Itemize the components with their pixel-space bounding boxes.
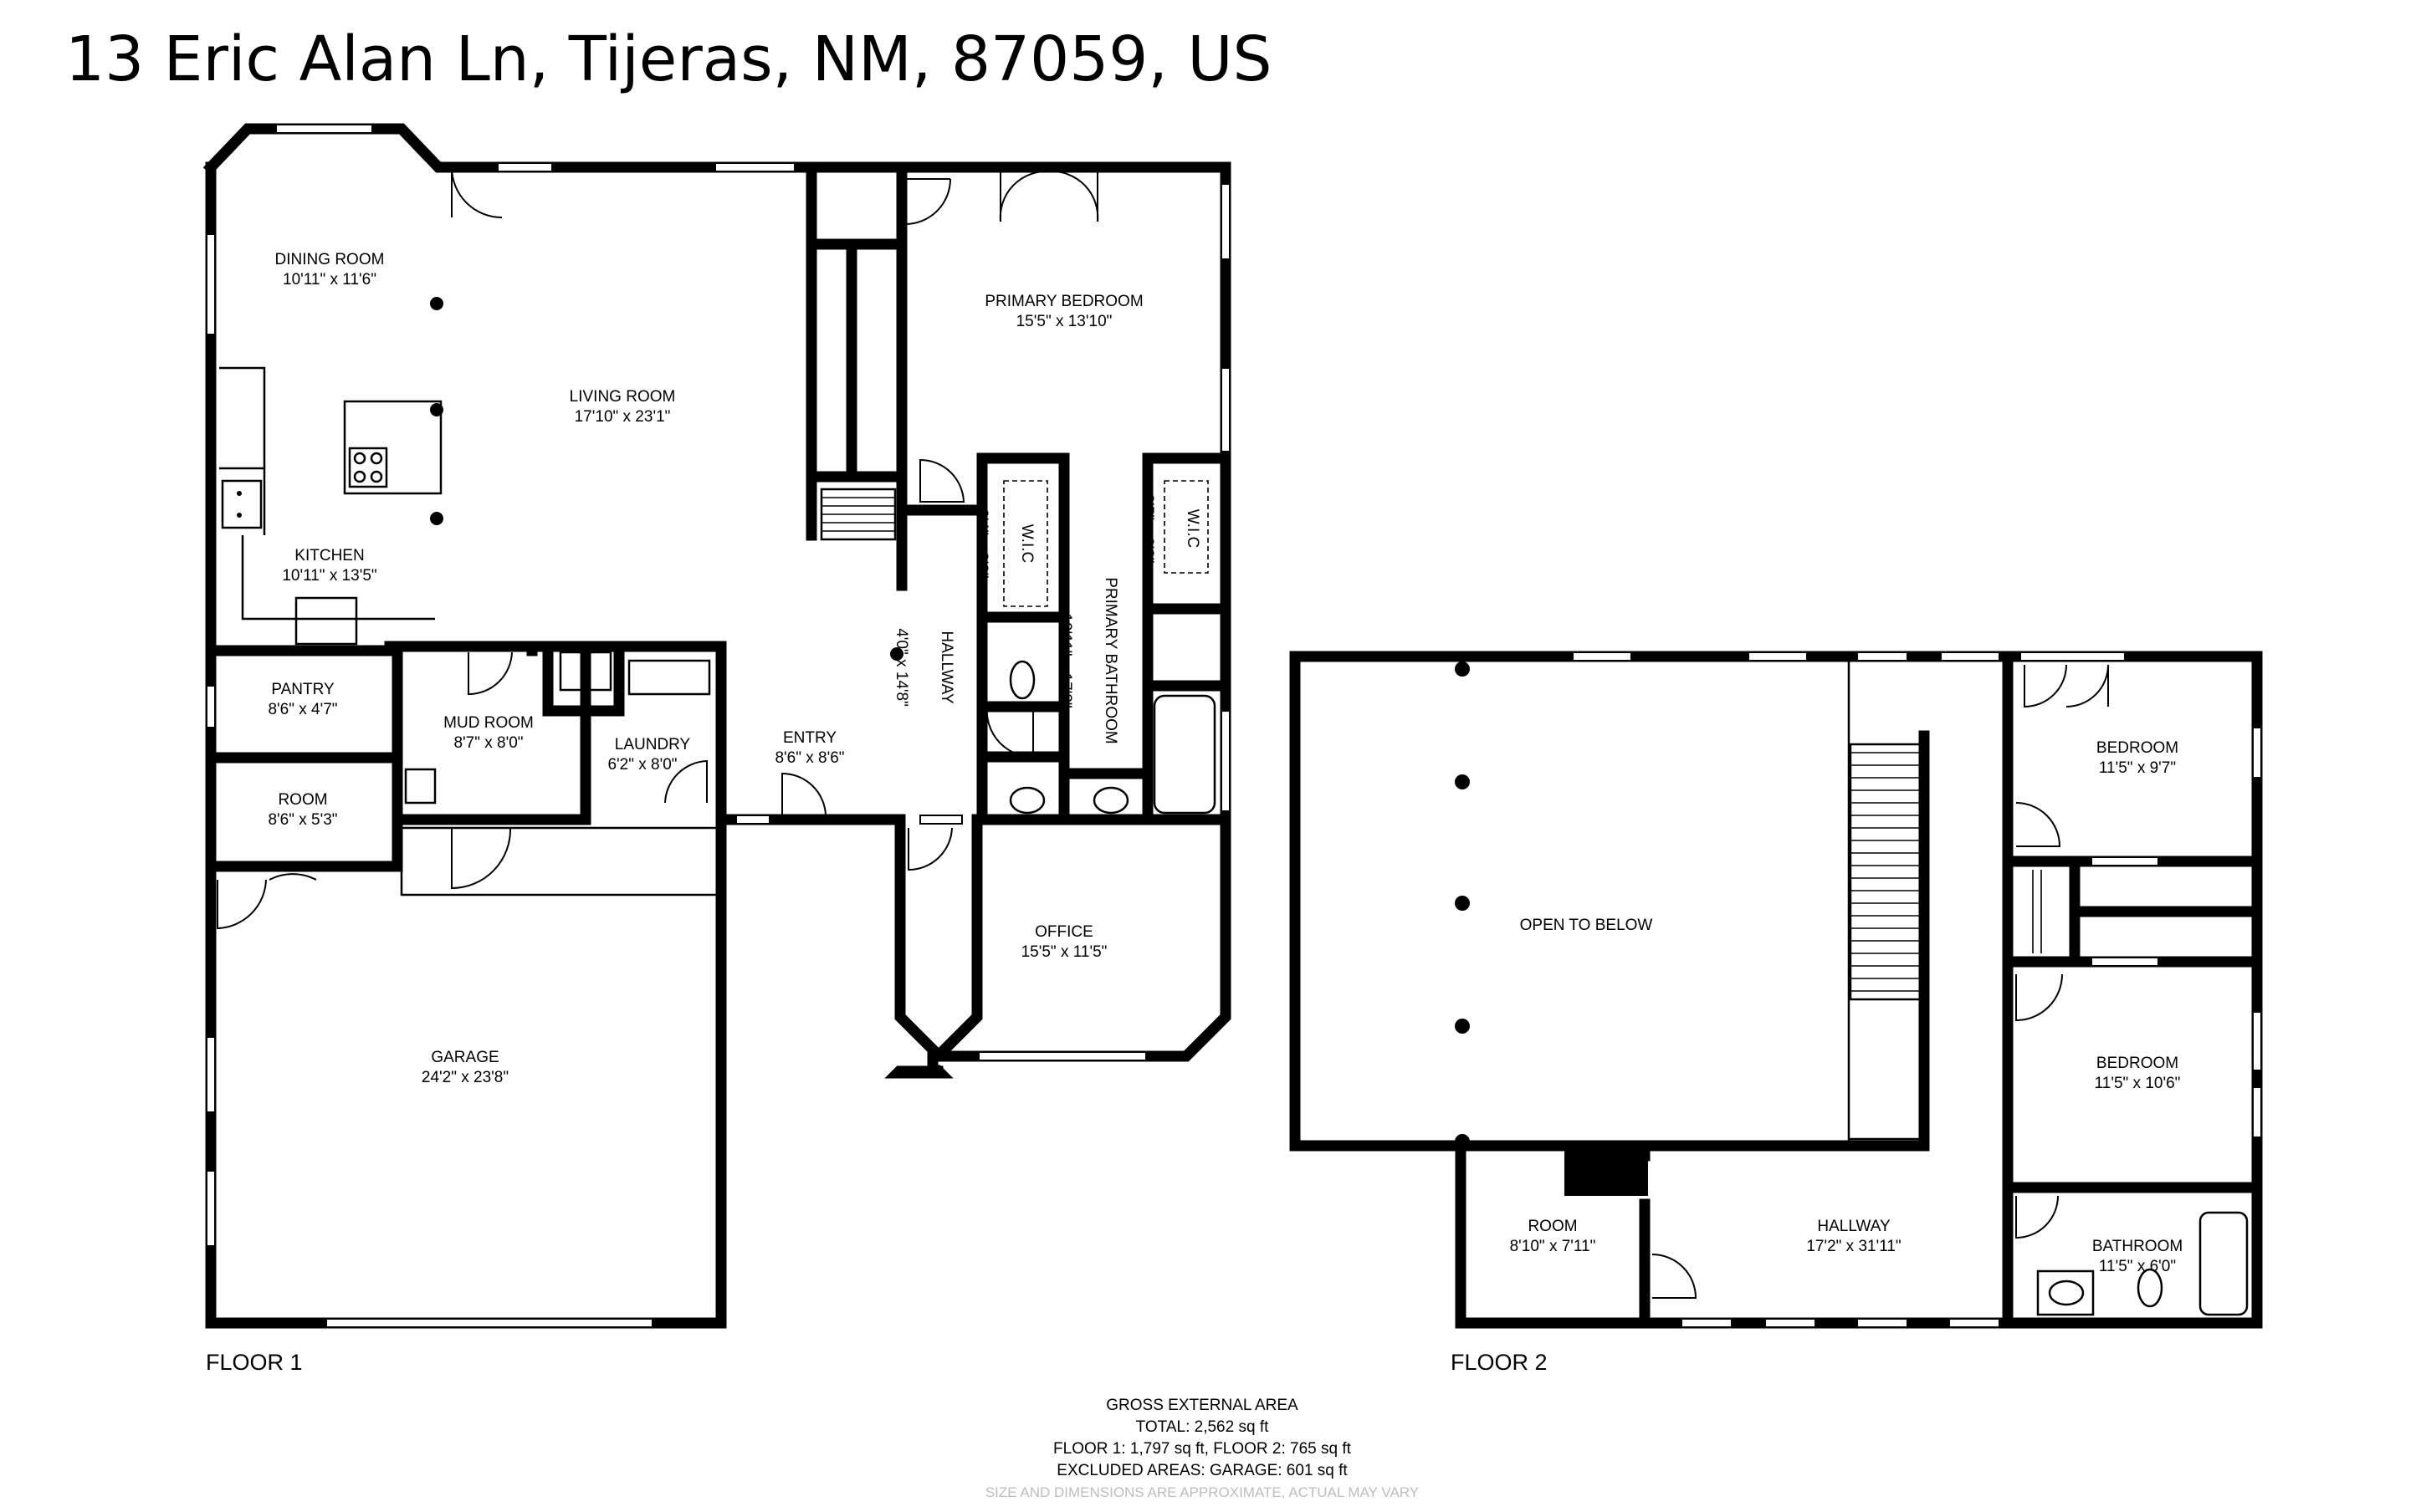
floor2-room-labels: OPEN TO BELOW BEDROOM 11'5" x 9'7" BEDRO…	[1510, 739, 2183, 1275]
floor2-columns	[1455, 662, 1470, 1149]
dims-room-floor2: 8'10" x 7'11"	[1510, 1238, 1596, 1255]
label-bathroom: BATHROOM	[2092, 1238, 2183, 1255]
dims-room-floor1: 8'6" x 5'3"	[268, 811, 337, 829]
label-room-floor2: ROOM	[1528, 1218, 1577, 1235]
label-pantry: PANTRY	[271, 681, 335, 698]
kitchen-island	[343, 400, 443, 495]
label-bedroom-a: BEDROOM	[2096, 739, 2178, 757]
area-heading: GROSS EXTERNAL AREA	[1106, 1397, 1298, 1414]
label-bedroom-b: BEDROOM	[2096, 1055, 2178, 1072]
label-wic-1: W.I.C	[1018, 524, 1036, 563]
dims-pantry: 8'6" x 4'7"	[268, 701, 337, 718]
label-hallway-floor2: HALLWAY	[1817, 1218, 1891, 1235]
label-mud-room: MUD ROOM	[443, 714, 534, 732]
dims-bedroom-b: 11'5" x 10'6"	[2095, 1075, 2181, 1092]
floor-2-label: FLOOR 2	[1451, 1350, 1548, 1375]
area-summary: GROSS EXTERNAL AREA TOTAL: 2,562 sq ft F…	[985, 1397, 1419, 1500]
dims-bedroom-a: 11'5" x 9'7"	[2099, 759, 2176, 777]
property-address: 13 Eric Alan Ln, Tijeras, NM, 87059, US	[65, 23, 1272, 95]
area-excluded: EXCLUDED AREAS: GARAGE: 601 sq ft	[1057, 1462, 1348, 1479]
label-room-floor1: ROOM	[278, 791, 327, 809]
primary-sink-1	[1009, 786, 1046, 815]
area-floors: FLOOR 1: 1,797 sq ft, FLOOR 2: 765 sq ft	[1053, 1440, 1352, 1458]
label-office: OFFICE	[1035, 923, 1093, 941]
dims-living-room: 17'10" x 23'1"	[575, 408, 671, 426]
dims-dining-room: 10'11" x 11'6"	[283, 271, 376, 289]
dims-wic-2: 3'5" x 6'8"	[1139, 493, 1156, 563]
floor1-outer-wall-main	[202, 123, 1231, 1079]
dims-wic-1: 3'4" x 8'8"	[973, 508, 990, 578]
floor2-bath-fixtures	[2036, 1211, 2249, 1316]
floor-1-label: FLOOR 1	[206, 1350, 303, 1375]
floor1-windows	[206, 124, 1231, 1328]
toilet	[1009, 660, 1036, 700]
dims-entry: 8'6" x 8'6"	[775, 749, 844, 767]
dims-primary-bedroom: 15'5" x 13'10"	[1016, 313, 1113, 330]
stairs-floor2	[1849, 743, 1922, 1001]
floor2-doors	[1651, 664, 2109, 1299]
label-primary-bedroom: PRIMARY BEDROOM	[985, 293, 1143, 310]
label-wic-2: W.I.C	[1184, 509, 1201, 548]
kitchen-sink	[221, 479, 263, 529]
floor1-interior-walls	[205, 161, 1231, 872]
floor-1-plan: DINING ROOM 10'11" x 11'6" LIVING ROOM 1…	[202, 123, 1231, 1375]
floor1-room-labels: DINING ROOM 10'11" x 11'6" LIVING ROOM 1…	[268, 251, 1201, 1086]
area-disclaimer: SIZE AND DIMENSIONS ARE APPROXIMATE, ACT…	[985, 1484, 1419, 1500]
label-kitchen: KITCHEN	[294, 547, 364, 564]
dims-office: 15'5" x 11'5"	[1021, 943, 1108, 961]
label-primary-bathroom: PRIMARY BATHROOM	[1102, 577, 1119, 744]
dims-garage: 24'2" x 23'8"	[422, 1069, 509, 1086]
floor1-doors	[217, 166, 1099, 930]
dims-bathroom: 11'5" x 6'0"	[2099, 1258, 2176, 1275]
chimney-block	[1564, 1146, 1648, 1196]
area-total: TOTAL: 2,562 sq ft	[1136, 1418, 1269, 1436]
label-hallway-floor1: HALLWAY	[938, 631, 955, 704]
floor1-fixtures	[219, 297, 1216, 896]
dims-kitchen: 10'11" x 13'5"	[282, 567, 376, 585]
dims-laundry: 6'2" x 8'0"	[607, 756, 677, 774]
label-entry: ENTRY	[783, 729, 837, 747]
label-garage: GARAGE	[431, 1049, 499, 1066]
dims-mud-room: 8'7" x 8'0"	[453, 734, 523, 752]
label-open-to-below: OPEN TO BELOW	[1520, 917, 1653, 934]
bathtub	[1153, 694, 1216, 815]
dims-primary-bathroom: 10'11" x 17'3"	[1057, 613, 1074, 707]
dims-hallway-floor1: 4'0" x 14'8"	[893, 628, 910, 707]
floor2-windows	[1572, 651, 2262, 1328]
fireplace	[559, 651, 612, 692]
floor-2-plan: OPEN TO BELOW BEDROOM 11'5" x 9'7" BEDRO…	[1289, 651, 2263, 1375]
mud-room-sink	[404, 768, 437, 805]
cooktop	[348, 447, 388, 488]
dims-hallway-floor2: 17'2" x 31'11"	[1806, 1238, 1901, 1255]
label-laundry: LAUNDRY	[615, 736, 691, 753]
label-living-room: LIVING ROOM	[570, 388, 676, 406]
primary-sink-2	[1093, 786, 1129, 815]
label-dining-room: DINING ROOM	[275, 251, 385, 268]
